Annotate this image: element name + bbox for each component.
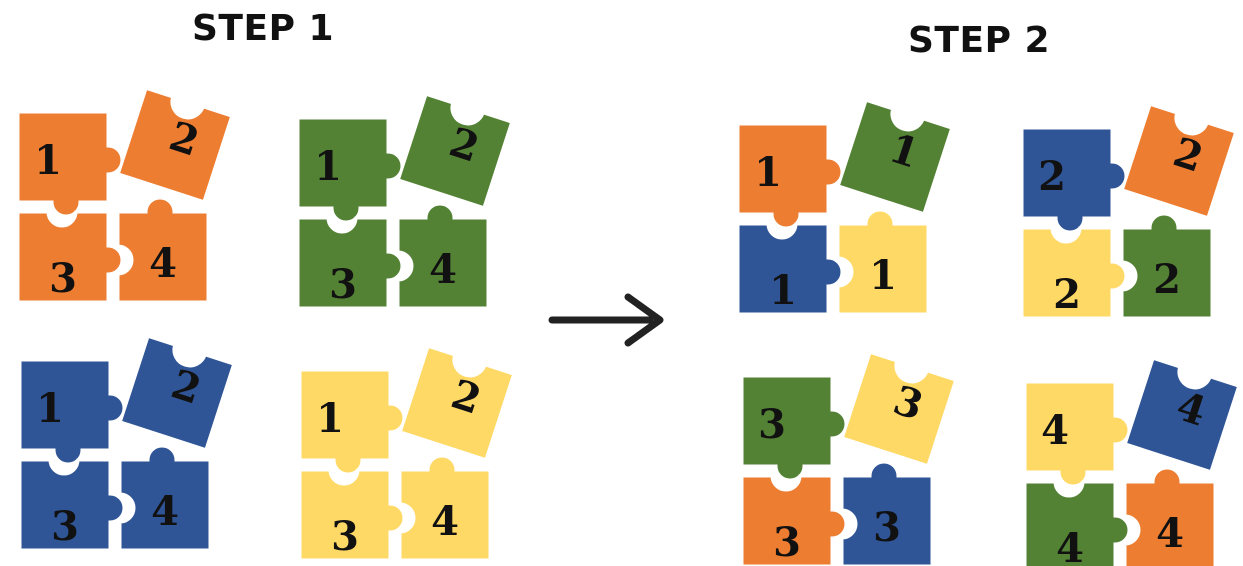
step1-puzzle-group-yellow: 1 2 3 4 xyxy=(298,344,516,562)
puzzle-piece-yellow-2: 2 xyxy=(1020,226,1128,320)
puzzle-piece-orange-4: 4 xyxy=(116,196,210,304)
piece-label: 4 xyxy=(149,240,177,287)
piece-label: 4 xyxy=(151,488,179,535)
piece-label: 1 xyxy=(36,385,64,432)
puzzle-piece-yellow-2: 2 xyxy=(398,344,516,462)
step1-puzzle-group-orange: 1 2 3 4 xyxy=(16,86,234,304)
piece-label: 1 xyxy=(314,143,342,190)
piece-label: 1 xyxy=(34,137,62,184)
piece-label: 1 xyxy=(769,267,797,314)
step1-puzzle-group-green: 1 2 3 4 xyxy=(296,92,514,310)
piece-label: 3 xyxy=(329,261,357,308)
puzzle-piece-green-4: 4 xyxy=(1023,480,1131,566)
puzzle-piece-orange-2: 2 xyxy=(1120,102,1238,220)
puzzle-piece-orange-3: 3 xyxy=(740,474,848,566)
puzzle-piece-blue-4: 4 xyxy=(118,444,212,552)
piece-label: 3 xyxy=(773,519,801,566)
step1-title: STEP 1 xyxy=(192,8,335,49)
puzzle-piece-green-1: 1 xyxy=(836,98,954,216)
step2-title: STEP 2 xyxy=(908,20,1051,61)
step1-puzzle-group-blue: 1 2 3 4 xyxy=(18,334,236,552)
piece-label: 1 xyxy=(316,395,344,442)
piece-label: 4 xyxy=(1041,407,1069,454)
puzzle-piece-orange-1: 1 xyxy=(16,110,124,218)
piece-label: 1 xyxy=(869,252,897,299)
puzzle-piece-blue-3: 3 xyxy=(18,458,126,552)
step2-puzzle-group-group-4: 4 4 4 4 xyxy=(1023,356,1241,566)
puzzle-piece-green-3: 3 xyxy=(296,216,404,310)
puzzle-piece-orange-1: 1 xyxy=(736,122,844,230)
piece-label: 1 xyxy=(754,149,782,196)
piece-label: 2 xyxy=(1038,153,1066,200)
puzzle-piece-green-3: 3 xyxy=(740,374,848,482)
puzzle-piece-blue-3: 3 xyxy=(840,460,934,566)
puzzle-piece-orange-2: 2 xyxy=(116,86,234,204)
piece-label: 4 xyxy=(1156,510,1184,557)
puzzle-piece-blue-1: 1 xyxy=(736,222,844,316)
piece-label: 3 xyxy=(49,255,77,302)
puzzle-piece-blue-2: 2 xyxy=(1020,126,1128,234)
puzzle-piece-yellow-1: 1 xyxy=(298,368,406,476)
puzzle-piece-orange-3: 3 xyxy=(16,210,124,304)
piece-label: 4 xyxy=(431,498,459,545)
step2-puzzle-group-group-1: 1 1 1 1 xyxy=(736,98,954,316)
puzzle-piece-yellow-1: 1 xyxy=(836,208,930,316)
puzzle-piece-yellow-3: 3 xyxy=(840,350,958,468)
piece-label: 4 xyxy=(429,246,457,293)
puzzle-piece-blue-2: 2 xyxy=(118,334,236,452)
step2-puzzle-group-group-3: 3 3 3 3 xyxy=(740,350,958,566)
piece-label: 3 xyxy=(758,401,786,448)
piece-label: 2 xyxy=(1153,256,1181,303)
puzzle-piece-yellow-4: 4 xyxy=(1023,380,1131,488)
right-arrow-icon xyxy=(548,293,664,347)
piece-label: 3 xyxy=(873,504,901,551)
puzzle-piece-green-4: 4 xyxy=(396,202,490,310)
puzzle-piece-green-1: 1 xyxy=(296,116,404,224)
puzzle-piece-yellow-3: 3 xyxy=(298,468,406,562)
puzzle-piece-blue-1: 1 xyxy=(18,358,126,466)
piece-label: 3 xyxy=(331,513,359,560)
puzzle-piece-orange-4: 4 xyxy=(1123,466,1217,566)
puzzle-piece-blue-4: 4 xyxy=(1123,356,1241,474)
piece-label: 2 xyxy=(1053,271,1081,318)
piece-label: 4 xyxy=(1056,525,1084,566)
puzzle-piece-green-2: 2 xyxy=(396,92,514,210)
step2-puzzle-group-group-2: 2 2 2 2 xyxy=(1020,102,1238,320)
puzzle-piece-green-2: 2 xyxy=(1120,212,1214,320)
puzzle-piece-yellow-4: 4 xyxy=(398,454,492,562)
piece-label: 3 xyxy=(51,503,79,550)
